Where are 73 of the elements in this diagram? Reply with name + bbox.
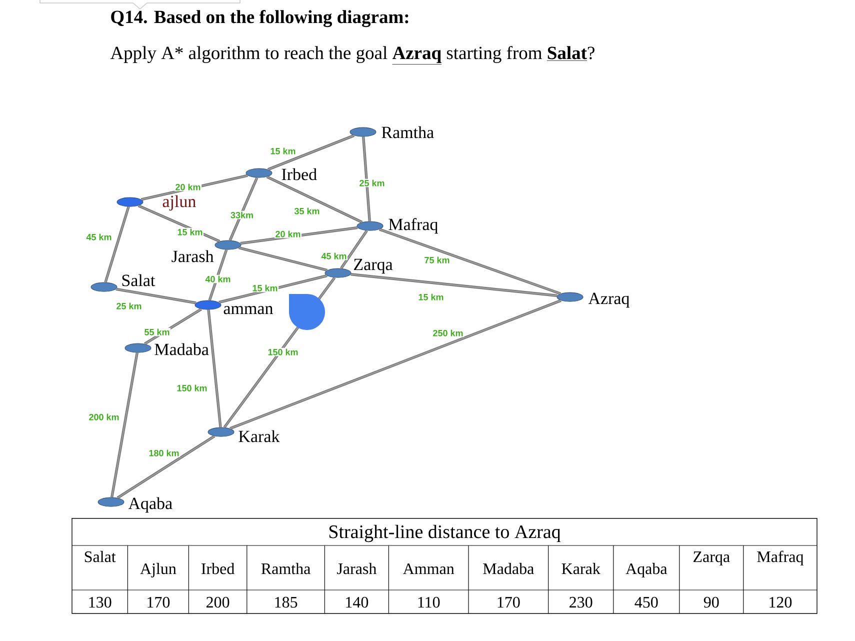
edge-label: 150 km (266, 348, 300, 356)
column-header: Irbed (202, 562, 234, 574)
connector-line (208, 249, 228, 301)
edge-label: 15 km (251, 284, 279, 292)
city-label: ajlun (162, 195, 196, 211)
distance-value: 185 (275, 596, 298, 608)
connector-line (266, 176, 363, 224)
distance-value: 130 (89, 596, 112, 608)
connector-line (240, 226, 358, 245)
connector-line (228, 177, 258, 241)
city-label: Madaba (154, 343, 209, 356)
edge-label: 15 km (269, 146, 297, 156)
distance-value: 200 (206, 596, 230, 608)
question-title: Q14. Based on the following diagram: (111, 10, 408, 28)
connector-line (350, 273, 558, 297)
connector-line (110, 352, 138, 498)
edge-label: 20 km (274, 230, 302, 238)
distance-value: 90 (704, 596, 719, 608)
city-label: amman (224, 306, 273, 314)
edge-label: 45 km (320, 252, 348, 260)
column-header: Aqaba (626, 562, 668, 578)
edge-label: 25 km (358, 178, 386, 188)
edge-label: 15 km (176, 228, 204, 236)
edge-label: 35 km (293, 206, 321, 216)
city-label: Zarqa (354, 258, 393, 274)
connector-line (116, 435, 216, 499)
city-label: Ramtha (382, 126, 434, 138)
edge-label: 180 km (148, 448, 180, 458)
connector-line (238, 246, 328, 272)
edge-label: 40 km (204, 274, 232, 284)
edge-label: 250 km (432, 328, 464, 338)
distance-value: 450 (634, 596, 658, 608)
distance-value: 120 (770, 596, 792, 608)
question-text: Apply A* algorithm to reach the goal Azraq starting from Salat? (110, 46, 594, 65)
city-label: Irbed (282, 168, 317, 180)
edge-label: 200 km (88, 412, 120, 422)
column-header: Mafraq (757, 550, 804, 566)
column-header: Amman (402, 563, 454, 574)
edge-label: 45 km (85, 232, 113, 242)
column-header: Madaba (483, 562, 534, 574)
city-label: Mafraq (388, 218, 438, 234)
city-label: Karak (238, 430, 280, 442)
distance-value: 170 (148, 596, 170, 608)
connector-line (230, 299, 562, 430)
edge-label: 150 km (176, 384, 208, 392)
city-label: Aqaba (128, 497, 172, 513)
table-title: Straight-line distance to Azraq (329, 524, 561, 542)
column-header: Jarash (337, 562, 376, 574)
connector-line (207, 310, 222, 428)
city-label: Azraq (588, 292, 630, 308)
city-label: Salat (122, 274, 156, 286)
distance-value: 110 (418, 596, 440, 608)
column-header: Salat (84, 550, 116, 562)
distance-value: 170 (498, 596, 520, 608)
city-label: Jarash (172, 250, 214, 262)
edge-label: 20 km (174, 182, 202, 192)
column-header: Zarqa (694, 552, 730, 566)
connector-line (116, 288, 196, 304)
connector-line (362, 136, 371, 222)
column-header: Ajlun (140, 562, 176, 578)
distance-value: 230 (570, 596, 592, 608)
column-header: Karak (562, 562, 600, 574)
distance-value: 140 (346, 596, 368, 608)
edge-label: 75 km (423, 256, 451, 264)
edge-label: 25 km (115, 302, 143, 310)
edge-label: 33km (230, 210, 254, 220)
connector-line (340, 230, 368, 270)
edge-label: 55 km (143, 328, 171, 336)
connector-line (104, 206, 130, 283)
edge-label: 15 km (417, 292, 445, 302)
connector-line (378, 228, 562, 295)
column-header: Ramtha (261, 562, 310, 574)
connector-line (267, 134, 355, 171)
